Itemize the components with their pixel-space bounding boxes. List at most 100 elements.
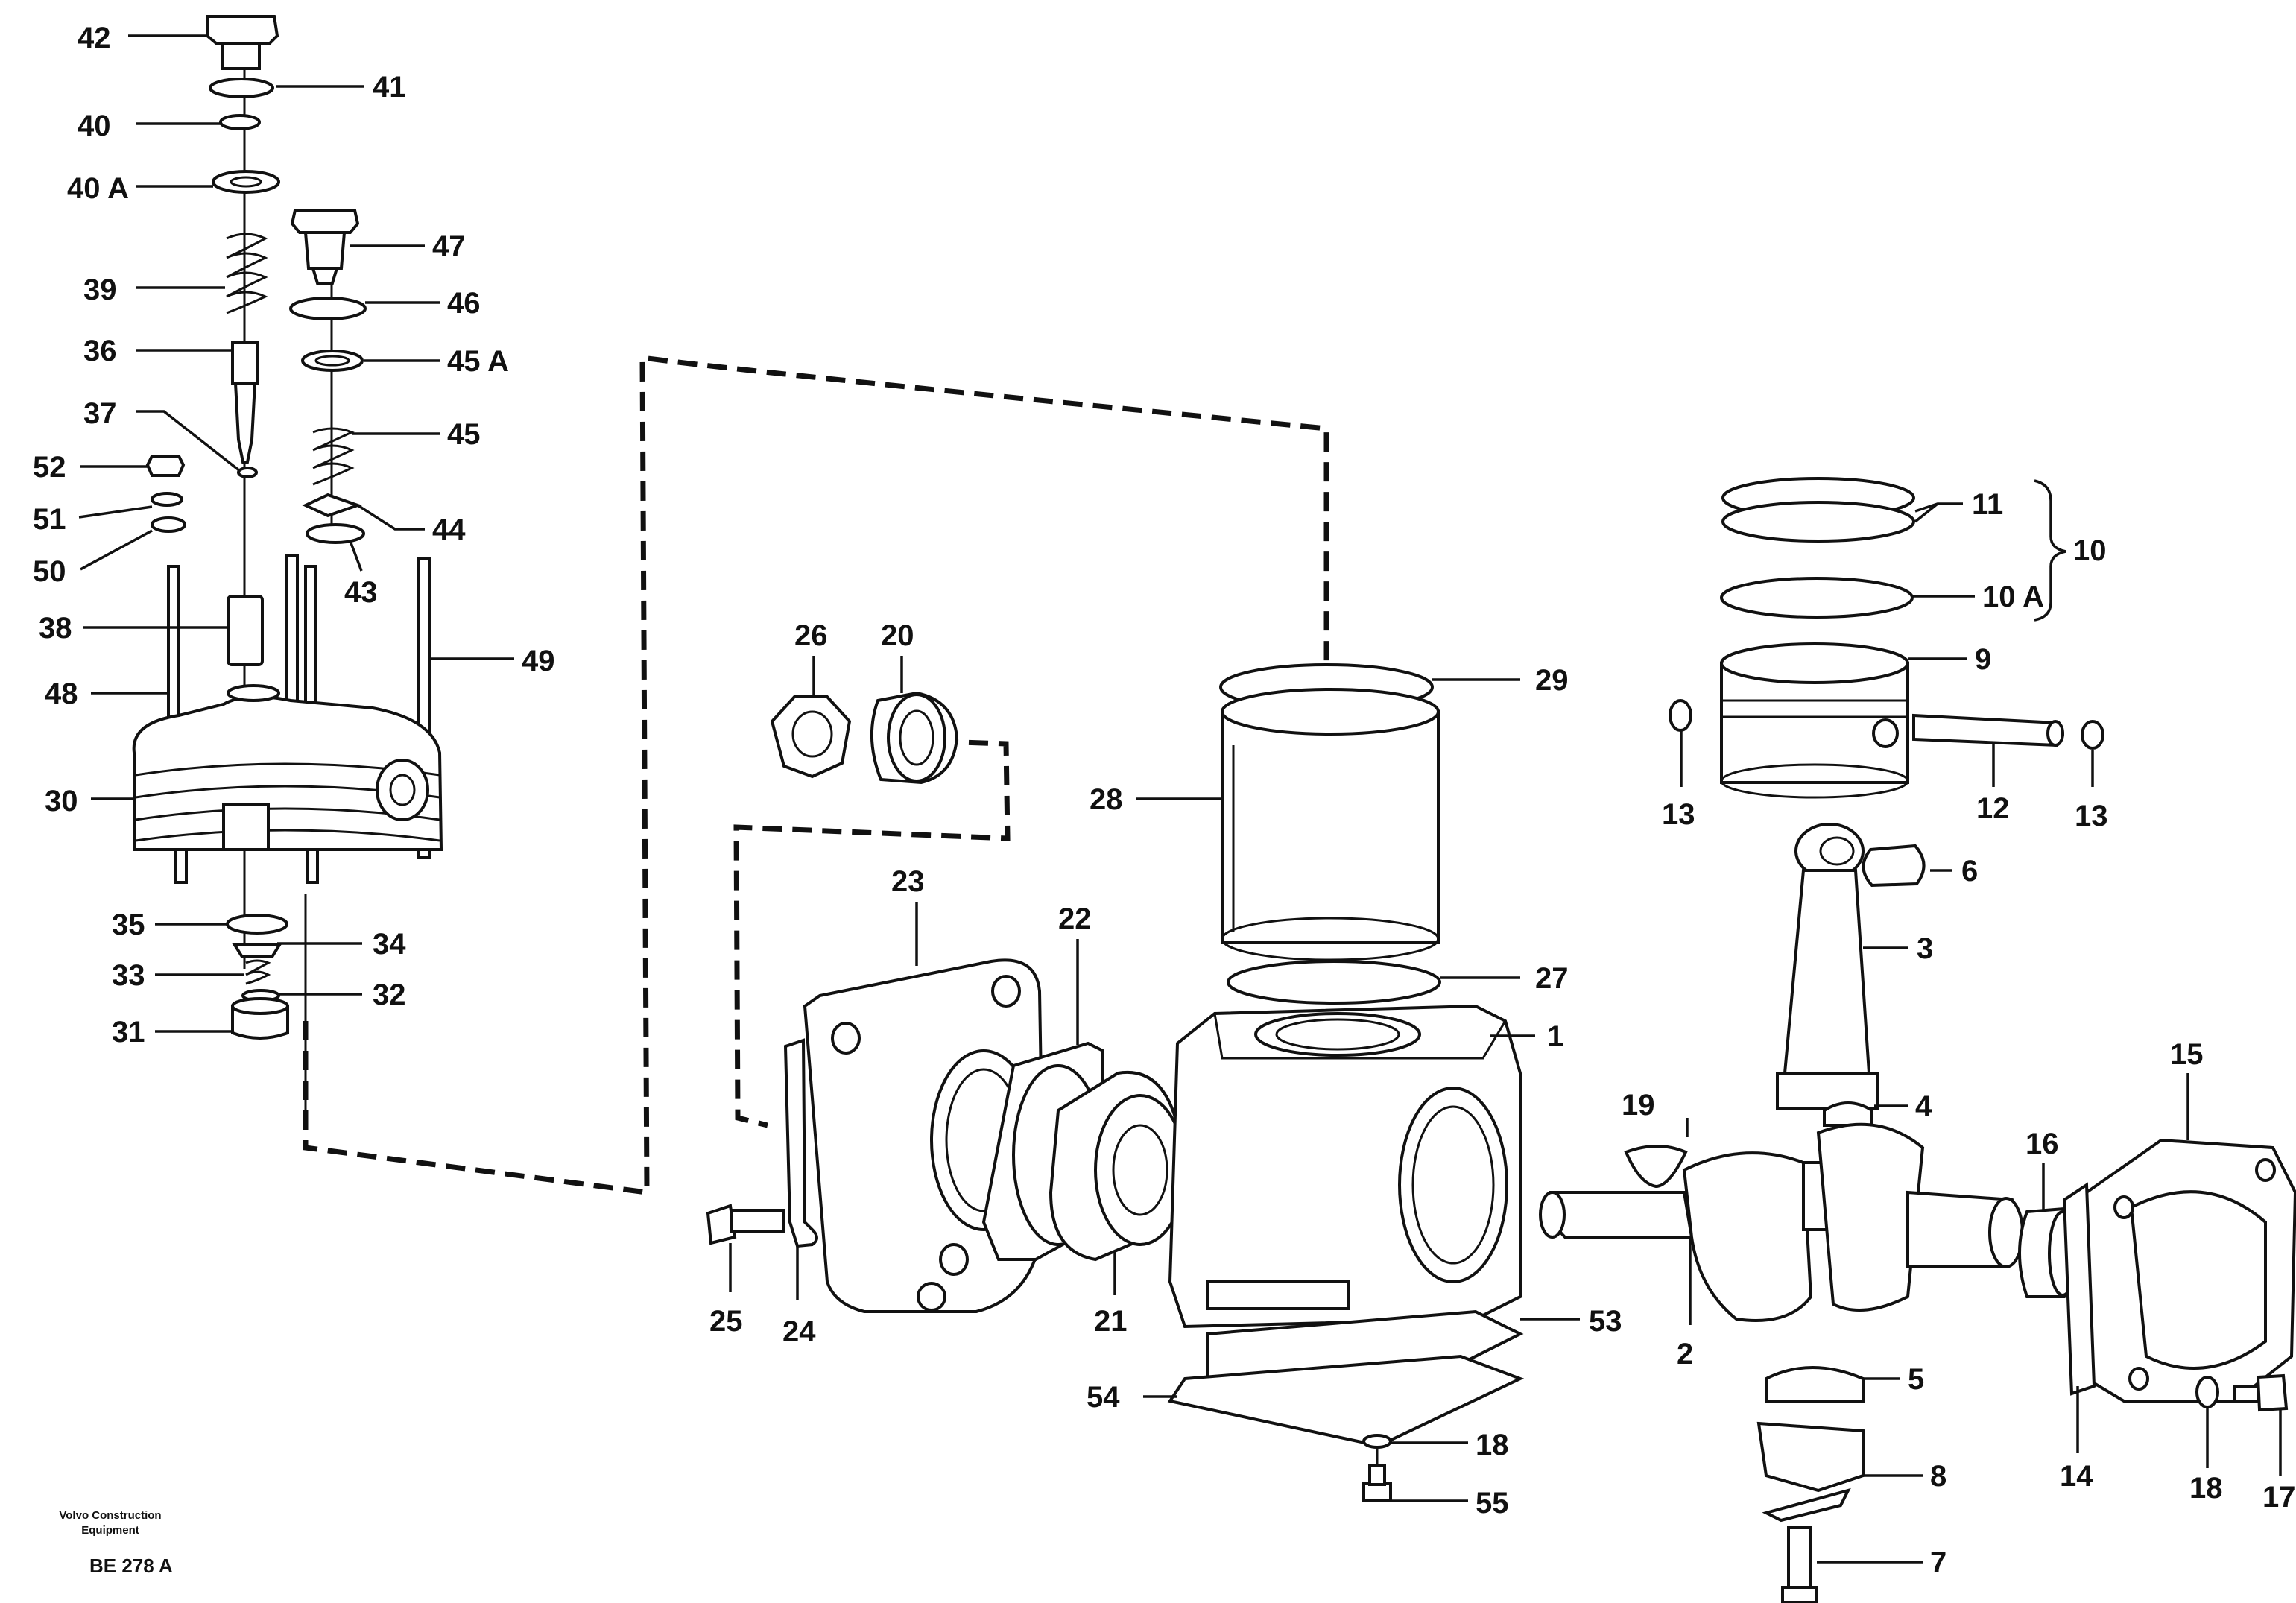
callout-16: 16 [2025, 1128, 2059, 1160]
spring-33 [245, 959, 271, 985]
piston-ring-11b [1721, 501, 1915, 543]
callout-45a: 45 A [447, 345, 509, 378]
oring-27 [1227, 960, 1441, 1005]
piston-9 [1720, 642, 1909, 799]
washer-50 [151, 516, 186, 533]
callout-12: 12 [1976, 792, 2010, 825]
washer-18-right [2195, 1376, 2219, 1408]
ring-37 [237, 467, 258, 478]
rod-cap-4 [1823, 1101, 1873, 1127]
piston-crankshaft-group [1539, 477, 2296, 1603]
valve-36 [231, 341, 259, 385]
sleeve-38 [227, 595, 264, 666]
seal-46 [289, 297, 367, 320]
bearing-shell-5 [1765, 1366, 1865, 1403]
callout-11: 11 [1972, 488, 2003, 521]
callout-26: 26 [794, 619, 828, 652]
bolt-7 [1787, 1526, 1812, 1589]
crankcase-1 [1168, 1004, 1522, 1329]
seal-35 [226, 914, 288, 935]
washer-51 [151, 492, 183, 507]
bearing-21 [1049, 1070, 1186, 1262]
cylinder-head-30 [132, 684, 443, 884]
callout-3: 3 [1917, 932, 1933, 965]
callout-45: 45 [447, 418, 481, 451]
callout-10a: 10 A [1982, 581, 2044, 613]
callout-35: 35 [112, 908, 145, 941]
callout-54: 54 [1087, 1381, 1120, 1414]
bushing-6 [1862, 844, 1926, 888]
callout-21: 21 [1094, 1305, 1128, 1338]
callout-31: 31 [112, 1016, 145, 1049]
seal-41 [209, 78, 274, 98]
callout-29: 29 [1535, 664, 1569, 697]
callout-7: 7 [1930, 1546, 1946, 1579]
crankshaft-2 [1539, 1122, 2024, 1322]
callout-10: 10 [2073, 534, 2107, 567]
bearing-cap-8 [1756, 1421, 1865, 1493]
nut-52 [145, 455, 186, 477]
callout-43: 43 [344, 576, 378, 609]
callout-49: 49 [522, 645, 555, 677]
plug-42-thread [221, 42, 261, 70]
callout-22: 22 [1058, 902, 1092, 935]
callout-24: 24 [782, 1315, 816, 1348]
leader-lines [78, 34, 2282, 1564]
callout-38: 38 [39, 612, 72, 645]
callout-20: 20 [881, 619, 914, 652]
callout-2: 2 [1677, 1338, 1693, 1370]
callout-33: 33 [112, 959, 145, 992]
callout-18-bottom: 18 [1476, 1429, 1509, 1461]
brace-10 [2034, 479, 2066, 622]
callout-6: 6 [1961, 855, 1978, 888]
callout-53: 53 [1589, 1305, 1622, 1338]
callout-34: 34 [373, 928, 406, 961]
caption-company: Volvo Construction [59, 1509, 161, 1522]
ring-43 [306, 523, 365, 544]
woodruff-key-19 [1624, 1145, 1688, 1189]
cylinder-liner-28 [1221, 688, 1440, 961]
piston-pin-12 [1912, 713, 2064, 747]
spring-39 [226, 233, 268, 314]
lock-plate-24 [783, 1038, 818, 1248]
plug-42 [206, 15, 279, 45]
plate-34 [232, 943, 282, 958]
spring-45 [312, 427, 355, 486]
callout-44: 44 [432, 513, 466, 546]
callout-28: 28 [1090, 783, 1123, 816]
washer-18-bottom [1362, 1434, 1392, 1449]
assembly-path-center [733, 739, 1011, 1128]
callout-25: 25 [709, 1305, 743, 1338]
callout-19: 19 [1622, 1089, 1655, 1122]
assembly-path-left [303, 354, 1329, 1195]
callout-5: 5 [1908, 1363, 1924, 1396]
callout-42: 42 [78, 22, 111, 54]
callout-27: 27 [1535, 962, 1569, 995]
callout-37: 37 [83, 397, 117, 430]
plug-47 [290, 209, 360, 234]
caption-equipment: Equipment [81, 1524, 139, 1537]
circlip-13-right [2081, 720, 2104, 750]
washer-40 [219, 114, 261, 130]
callout-50: 50 [33, 555, 66, 588]
callout-13-right: 13 [2075, 800, 2108, 832]
callout-40: 40 [78, 110, 111, 142]
callout-47: 47 [432, 230, 466, 263]
crankcase-group [706, 663, 1525, 1502]
callout-41: 41 [373, 71, 406, 104]
bolt-17 [2233, 1385, 2259, 1403]
connecting-rod-3 [1776, 823, 1879, 1110]
callout-30: 30 [45, 785, 78, 818]
end-cover-15 [2085, 1138, 2296, 1403]
cap-31 [231, 1005, 289, 1040]
nut-26 [770, 695, 852, 779]
callout-labels: 42 41 40 40 A 39 36 37 52 51 50 38 48 49… [33, 22, 2296, 1579]
callout-1: 1 [1547, 1020, 1563, 1053]
circlip-13-left [1669, 699, 1692, 732]
callout-9: 9 [1975, 643, 1991, 676]
callout-18-right: 18 [2189, 1472, 2223, 1505]
callout-40a: 40 A [67, 172, 129, 205]
callout-8: 8 [1930, 1460, 1946, 1493]
cylinder-head-assembly [132, 15, 443, 1125]
